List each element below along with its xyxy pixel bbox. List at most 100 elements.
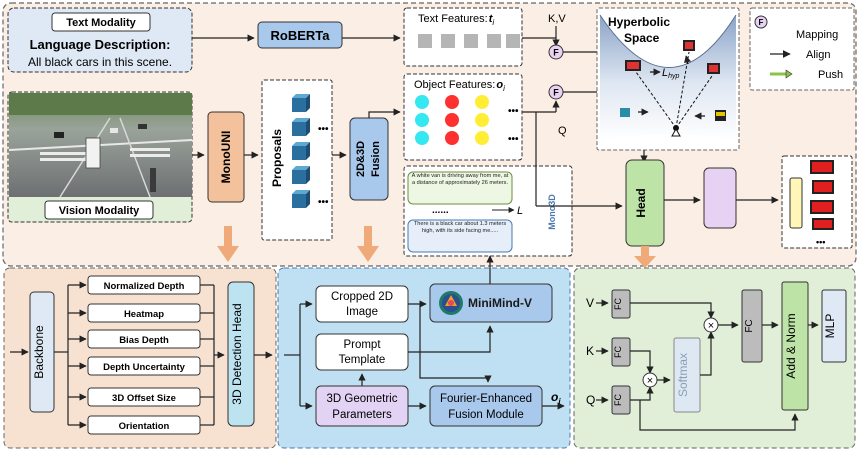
vision-modality-label: Vision Modality: [59, 205, 140, 217]
legend-push: Push: [818, 69, 843, 81]
output-depth-uncertainty-label: Depth Uncertainty: [103, 362, 186, 373]
hyp-loss-label: Lhyp: [662, 67, 680, 80]
hyperbolic-title-1: Hyperbolic: [608, 15, 670, 29]
language-description-label: Language Description:: [30, 37, 171, 52]
kv-label: K,V: [548, 13, 566, 25]
object-features-more-1: •••: [508, 106, 519, 117]
attn-v-label: V: [586, 296, 594, 310]
minimind-box: [429, 283, 553, 323]
hyperbolic-geodesics: [635, 51, 713, 129]
mult-v-symbol: ×: [708, 320, 714, 332]
arrow-cropped-to-fourier: [419, 304, 492, 383]
q-label: Q: [558, 125, 567, 137]
loss-symbol: L: [517, 205, 523, 217]
object-features-box: [403, 73, 523, 161]
fc-v-box: [611, 289, 631, 319]
add-norm-label: Add & Norm: [784, 313, 798, 378]
legend-mapping: Mapping: [796, 29, 838, 41]
output-orientation-label: Orientation: [119, 421, 170, 432]
fc-q-label: FC: [613, 394, 623, 406]
legend-push-head: [785, 69, 793, 79]
text-modality-label: Text Modality: [66, 17, 136, 29]
legend-box: [749, 7, 855, 91]
fc-v-label: FC: [613, 298, 623, 310]
results-more: •••: [816, 237, 825, 247]
minimind-logo-icon: [439, 291, 463, 315]
text-modality-tag: [51, 12, 151, 32]
fc-out-box: [741, 289, 763, 363]
arrow-fc-k-to-mult: [630, 350, 654, 374]
roberta-box: [257, 21, 343, 49]
legend-align: Align: [806, 49, 830, 61]
backbone-label: Backbone: [32, 325, 46, 379]
text-features-label: Text Features:ti: [418, 13, 494, 27]
mlp-label: MLP: [823, 314, 837, 339]
fusion-label-1: 2D&3D: [355, 141, 367, 177]
description-1-container: A white van is driving away from me, at …: [411, 173, 509, 186]
monouni-box: [207, 111, 245, 203]
attn-q-label: Q: [586, 393, 595, 407]
arrow-prompt-to-minimind: [408, 325, 494, 353]
align-arrow-2: [684, 55, 692, 65]
arrow-fc-v-to-mult: [630, 302, 715, 319]
hyperbolic-embeddings: [620, 40, 726, 121]
description-bubble-1: [407, 171, 513, 205]
geometric-parameters-label-1: 3D Geometric: [327, 393, 398, 405]
description-bubble-2: [407, 219, 513, 253]
object-feature-tokens: [415, 95, 489, 145]
arrow-softmax-to-mult: [700, 331, 715, 376]
hyperbolic-title-2: Space: [624, 31, 660, 45]
text-feature-tokens: [418, 34, 520, 48]
traffic-scene-details: [8, 93, 193, 198]
fourier-fusion-label-1: Fourier-Enhanced: [440, 393, 532, 405]
proposal-cubes: [292, 94, 310, 208]
mlp-box: [821, 289, 847, 363]
output-3d-offset-size-label: 3D Offset Size: [112, 393, 176, 404]
output-normalized-depth-label: Normalized Depth: [104, 281, 185, 292]
text-features-box: [403, 7, 523, 67]
fourier-fusion-label-2: Fusion Module: [448, 409, 523, 421]
detection-head-label: 3D Detection Head: [230, 303, 244, 404]
results-detections: [810, 160, 834, 230]
arrow-residual: [639, 400, 799, 431]
object-features-label: Object Features:oi: [414, 79, 505, 93]
proposals-label: Proposals: [270, 129, 284, 187]
mono3d-label: Mono3D: [547, 194, 557, 230]
fc-out-label: FC: [744, 319, 755, 332]
fourier-output-symbol: oi: [551, 390, 561, 406]
object-features-more-2: •••: [508, 134, 519, 145]
descriptions-ellipsis: ......: [432, 205, 449, 216]
description-2: There is a black car about 1.3 meters hi…: [413, 221, 507, 234]
head-output-box: [703, 167, 737, 229]
hyperbolic-origin-marker: [671, 127, 681, 137]
vision-modality-tag: [44, 200, 154, 220]
f-symbol-1: F: [553, 48, 559, 58]
arrow-expand-head: [634, 246, 656, 268]
cropped-image-label-1: Cropped 2D: [331, 291, 393, 303]
minimind-label: MiniMind-V: [468, 296, 532, 310]
add-norm-box: [781, 281, 809, 411]
head-label: Head: [634, 188, 648, 217]
description-1: A white van is driving away from me, at …: [411, 173, 509, 186]
geometric-parameters-label-2: Parameters: [332, 409, 392, 421]
arrow-expand-monouni: [217, 226, 239, 262]
results-bar: [789, 177, 803, 229]
arrow-fc-q-to-mult: [630, 386, 654, 401]
mult-qk-symbol: ×: [647, 375, 653, 387]
backbone-output-list: Normalized Depth Heatmap Bias Depth Dept…: [68, 275, 214, 435]
output-heatmap-label: Heatmap: [124, 309, 164, 320]
proposals-more-2: •••: [318, 197, 329, 208]
detection-head-box: [227, 281, 255, 427]
legend-f-icon: [754, 15, 768, 29]
arrow-fusion-to-object-features: [368, 108, 401, 118]
proposals-more-1: •••: [318, 124, 329, 135]
hyperbolic-curve: [599, 14, 737, 68]
output-bias-depth-label: Bias Depth: [119, 335, 169, 346]
hyperbolic-surface: [600, 15, 736, 140]
f-symbol-2: F: [553, 88, 559, 98]
example-sentence: All black cars in this scene.: [28, 55, 172, 69]
fc-k-label: FC: [613, 346, 623, 358]
prompt-template-label-1: Prompt: [343, 339, 381, 351]
